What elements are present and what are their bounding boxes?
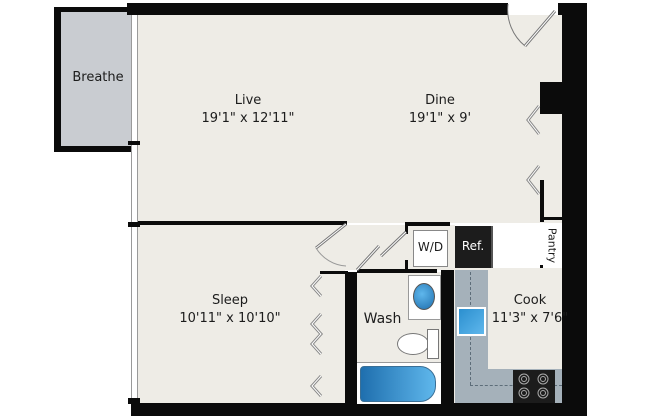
window-mullion-2 [128,222,140,227]
room-label-live: Live [234,93,262,108]
room-label-dine: Dine [425,93,455,108]
exterior-wall-top [127,3,587,15]
washer-dryer-label: W/D [417,240,444,254]
wash-wall-right [441,270,454,403]
entry-door-icon[interactable] [505,3,560,48]
window-mullion-3 [128,398,140,404]
sleep-closet-bifold-icon[interactable] [307,274,327,404]
exterior-wall-bottom [131,403,587,416]
toilet-tank-icon [427,329,439,359]
room-dimensions-sleep: 10'11" x 10'10" [179,311,281,326]
sleep-wall-north [138,221,347,225]
laundry-door-icon[interactable] [378,226,408,266]
sleep-floor [137,225,345,403]
laundry-wall-top [405,222,450,226]
room-label-sleep: Sleep [211,293,249,308]
burners-icon [518,373,549,399]
living-dining-floor [137,15,562,223]
wash-wall-top [357,269,437,273]
dine-notch-fill [544,86,562,116]
window-west-lower [131,145,138,403]
window-mullion [128,141,140,145]
wash-door-icon[interactable] [355,240,395,280]
dine-notch-wall [540,82,562,86]
bathtub-icon [360,366,436,402]
sleep-door-icon[interactable] [310,222,350,267]
refrigerator-label: Ref. [461,239,485,253]
room-label-pantry: Pantry [545,227,559,264]
sink-icon [413,283,435,310]
window-west-upper [131,15,138,143]
laundry-wall-left [405,222,408,234]
refrigerator [455,226,493,268]
room-label-wash: Wash [363,311,402,327]
entry-door-gap [508,3,558,15]
room-dimensions-live: 19'1" x 12'11" [201,111,295,126]
exterior-wall-right [562,3,587,416]
room-dimensions-cook: 11'3" x 7'6" [491,311,569,326]
toilet-icon [397,333,429,355]
pantry-wall-left [540,198,543,220]
closet-bifold-door-icon[interactable] [522,100,544,220]
pantry-wall-top [540,217,564,220]
sleep-bath-wall [345,272,357,403]
laundry-wall-left-low [405,260,408,272]
balcony-floor [61,12,135,146]
kitchen-sink-icon [457,307,486,336]
dine-closet-floor [544,114,562,218]
dine-notch-side [540,82,544,114]
room-dimensions-dine: 19'1" x 9' [408,111,472,126]
washer-dryer [413,230,448,267]
room-label-cook: Cook [513,293,547,308]
room-label-breathe: Breathe [72,70,124,85]
sleep-closet-top [320,271,348,274]
